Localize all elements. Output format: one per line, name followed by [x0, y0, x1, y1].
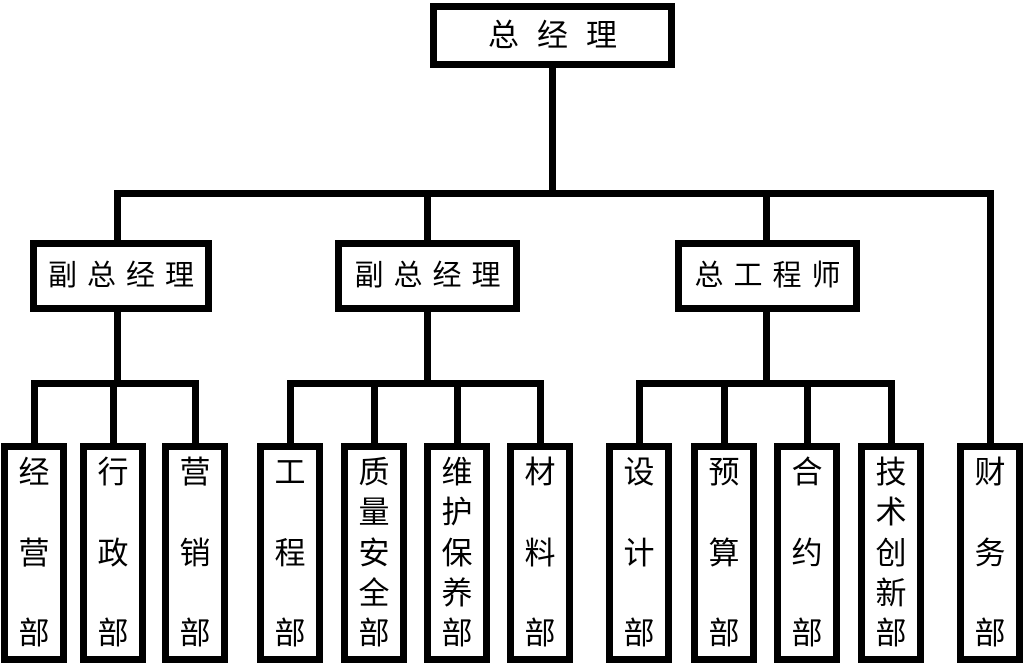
node-label: 工程部: [264, 450, 316, 656]
node-dept-business: 经营部: [1, 443, 67, 663]
vertical-char: 部: [791, 616, 823, 651]
node-label: 预算部: [698, 450, 750, 656]
node-dept-marketing: 营销部: [162, 443, 228, 663]
vertical-char: 部: [974, 616, 1006, 651]
connector-finance-drop: [987, 190, 994, 450]
node-label: 行政部: [87, 450, 139, 656]
vertical-char: 部: [97, 616, 129, 651]
node-label: 材料部: [514, 450, 566, 656]
connector-group1-drop-3: [192, 380, 199, 450]
vertical-char: 销: [179, 535, 211, 571]
node-label: 维护保养部: [431, 450, 483, 656]
connector-group3-drop-2: [721, 380, 728, 450]
node-dept-administration: 行政部: [80, 443, 146, 663]
vertical-char: 工: [274, 455, 306, 490]
vertical-char: 部: [274, 616, 306, 651]
vertical-char: 新: [875, 575, 907, 611]
node-deputy-general-manager-2: 副总经理: [335, 240, 520, 312]
vertical-char: 部: [708, 616, 740, 651]
node-label: 副总经理: [47, 259, 204, 292]
connector-group2-drop-1: [287, 380, 294, 450]
connector-branch1-stem: [114, 308, 121, 387]
vertical-char: 部: [524, 616, 556, 651]
node-label: 经营部: [8, 450, 60, 656]
vertical-char: 财: [974, 455, 1006, 490]
node-dept-contract: 合约部: [774, 443, 840, 663]
vertical-char: 料: [524, 535, 556, 571]
vertical-char: 约: [791, 535, 823, 571]
vertical-char: 预: [708, 455, 740, 490]
connector-branch3-stem: [763, 308, 770, 387]
vertical-char: 质: [358, 455, 390, 490]
node-label: 副总经理: [354, 259, 511, 292]
vertical-char: 经: [18, 455, 50, 490]
node-label: 质量安全部: [348, 450, 400, 656]
vertical-char: 量: [358, 495, 390, 531]
vertical-char: 保: [441, 535, 473, 571]
connector-group3-drop-1: [636, 380, 643, 450]
connector-level1-bar: [114, 190, 994, 197]
vertical-char: 行: [97, 455, 129, 490]
node-dept-finance: 财务部: [957, 443, 1023, 663]
vertical-char: 部: [875, 616, 907, 651]
node-label: 合约部: [781, 450, 833, 656]
vertical-char: 政: [97, 535, 129, 571]
connector-root-stem: [549, 64, 556, 194]
vertical-char: 部: [358, 616, 390, 651]
vertical-char: 技: [875, 455, 907, 490]
vertical-char: 维: [441, 455, 473, 490]
vertical-char: 设: [623, 455, 655, 490]
vertical-char: 营: [18, 535, 50, 571]
connector-group3-bar: [636, 380, 895, 387]
node-dept-engineering: 工程部: [257, 443, 323, 663]
vertical-char: 养: [441, 575, 473, 611]
node-dept-budget: 预算部: [691, 443, 757, 663]
node-chief-engineer: 总工程师: [675, 240, 860, 312]
node-dept-materials: 材料部: [507, 443, 573, 663]
vertical-char: 部: [18, 616, 50, 651]
connector-group2-bar: [287, 380, 544, 387]
node-label: 总工程师: [694, 259, 851, 292]
vertical-char: 合: [791, 455, 823, 490]
node-dept-quality-safety: 质量安全部: [341, 443, 407, 663]
node-label: 技术创新部: [865, 450, 917, 656]
vertical-char: 安: [358, 535, 390, 571]
vertical-char: 程: [274, 535, 306, 571]
node-label: 营销部: [169, 450, 221, 656]
connector-group2-drop-4: [537, 380, 544, 450]
node-label: 设计部: [613, 450, 665, 656]
connector-branch2-stem: [424, 308, 431, 387]
node-dept-design: 设计部: [606, 443, 672, 663]
vertical-char: 部: [179, 616, 211, 651]
node-label: 财务部: [964, 450, 1016, 656]
node-dept-maintenance: 维护保养部: [424, 443, 490, 663]
vertical-char: 护: [441, 495, 473, 531]
connector-branch1-drop: [114, 190, 121, 247]
vertical-char: 材: [524, 455, 556, 490]
connector-group3-drop-4: [888, 380, 895, 450]
vertical-char: 部: [623, 616, 655, 651]
vertical-char: 营: [179, 455, 211, 490]
vertical-char: 计: [623, 535, 655, 571]
vertical-char: 创: [875, 535, 907, 571]
vertical-char: 部: [441, 616, 473, 651]
vertical-char: 务: [974, 535, 1006, 571]
vertical-char: 术: [875, 495, 907, 531]
node-general-manager: 总经理: [430, 3, 675, 68]
node-deputy-general-manager-1: 副总经理: [30, 240, 212, 312]
node-label: 总经理: [488, 18, 635, 53]
connector-branch3-drop: [763, 190, 770, 247]
connector-group1-drop-1: [31, 380, 38, 450]
connector-group2-drop-2: [371, 380, 378, 450]
connector-group1-drop-2: [110, 380, 117, 450]
connector-group3-drop-3: [804, 380, 811, 450]
node-dept-tech-innovation: 技术创新部: [858, 443, 924, 663]
vertical-char: 全: [358, 575, 390, 611]
vertical-char: 算: [708, 535, 740, 571]
connector-branch2-drop: [424, 190, 431, 247]
connector-group2-drop-3: [454, 380, 461, 450]
